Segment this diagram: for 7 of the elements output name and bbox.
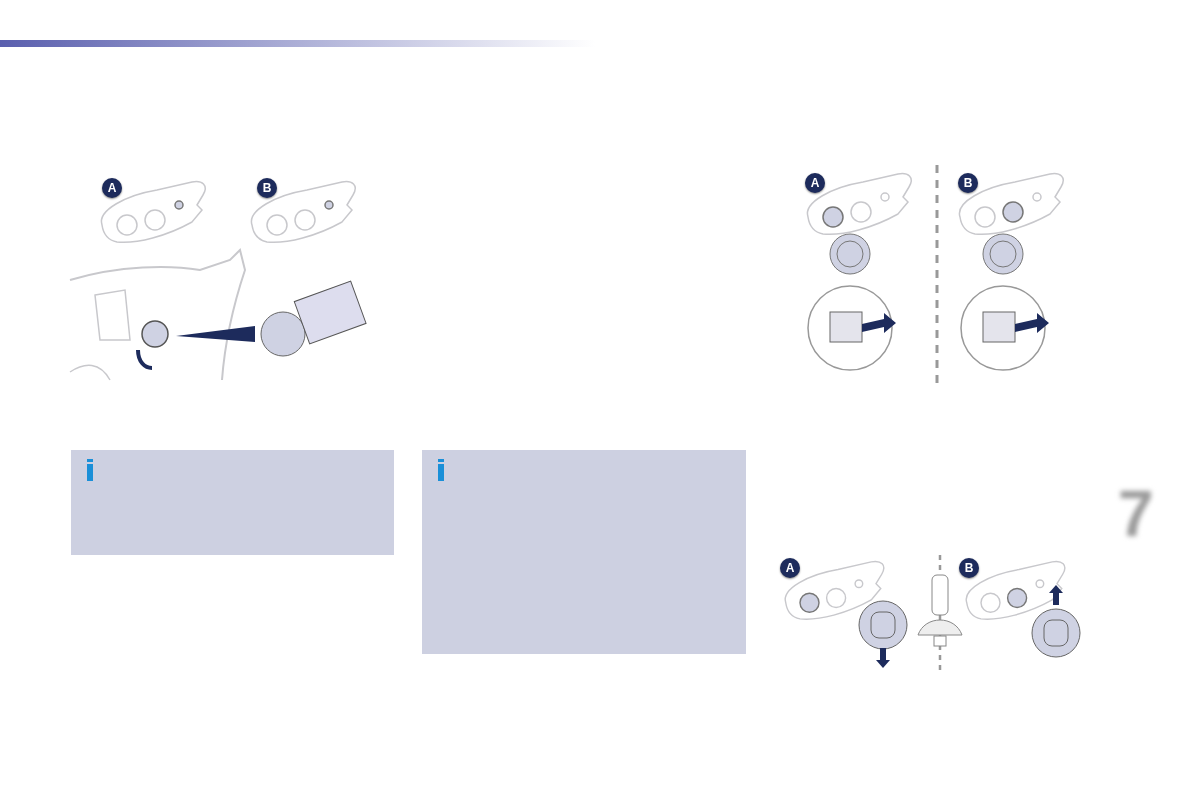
callout-letter: B xyxy=(959,558,979,578)
callout-letter: A xyxy=(780,558,800,578)
callout-letter: A xyxy=(805,173,825,193)
callout-letter: B xyxy=(958,173,978,193)
callout-letter: A xyxy=(102,178,122,198)
chapter-number: 7 xyxy=(1118,482,1154,546)
callout-letter: B xyxy=(257,178,277,198)
